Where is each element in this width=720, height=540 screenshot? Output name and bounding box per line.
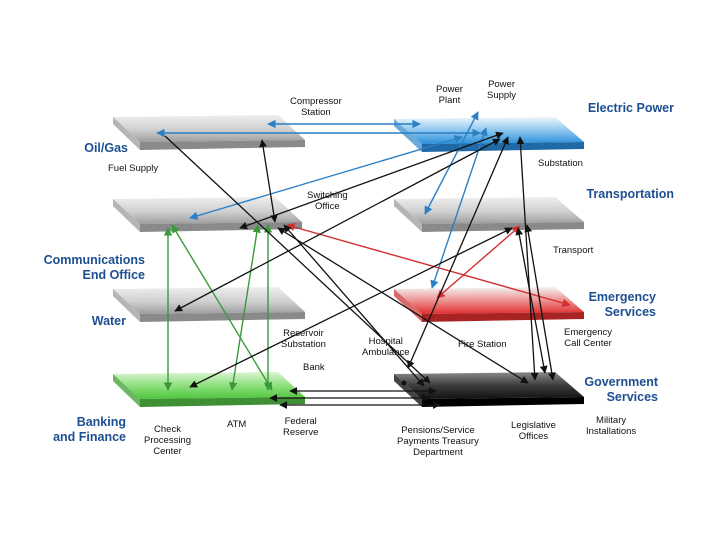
- sector-banking: Banking and Finance: [53, 415, 126, 444]
- sector-communications: Communications End Office: [43, 253, 145, 282]
- government-markers: [401, 380, 407, 386]
- plane-transportation: [394, 197, 584, 232]
- plane-emergency-services: [394, 287, 584, 322]
- plane-water: [113, 287, 305, 322]
- label-reservoir-substation: Reservoir Substation: [281, 328, 326, 350]
- label-legislative-offices: Legislative Offices: [511, 420, 556, 442]
- sector-emergency-services: Emergency Services: [588, 290, 656, 319]
- plane-government-services: [394, 372, 584, 407]
- label-federal-reserve: Federal Reserve: [283, 416, 319, 438]
- label-military-installations: Military Installations: [586, 415, 637, 437]
- sector-oil-gas: Oil/Gas: [84, 141, 128, 155]
- label-fuel-supply: Fuel Supply: [108, 163, 159, 174]
- label-power-supply: Power Supply: [487, 79, 517, 101]
- label-compressor-station: Compressor Station: [290, 96, 342, 118]
- label-bank: Bank: [303, 362, 325, 373]
- links-black: [164, 131, 556, 409]
- sector-transportation: Transportation: [586, 187, 674, 201]
- label-hospital-ambulance: Hospital Ambulance: [362, 336, 410, 358]
- label-pensions-treasury: Pensions/Service Payments Treasury Depar…: [397, 425, 479, 458]
- sector-government-services: Government Services: [584, 375, 658, 404]
- label-switching-office: Switching Office: [307, 190, 348, 212]
- label-emergency-call-center: Emergency Call Center: [564, 327, 613, 349]
- label-fire-station: Fire Station: [458, 339, 507, 350]
- label-check-processing: Check Processing Center: [144, 424, 191, 457]
- label-atm: ATM: [227, 419, 247, 430]
- label-transport: Transport: [553, 245, 594, 256]
- sector-electric-power: Electric Power: [587, 101, 674, 115]
- label-substation: Substation: [538, 158, 583, 169]
- label-power-plant: Power Plant: [436, 84, 463, 106]
- plane-electric-power: [394, 117, 584, 152]
- sector-water: Water: [91, 314, 126, 328]
